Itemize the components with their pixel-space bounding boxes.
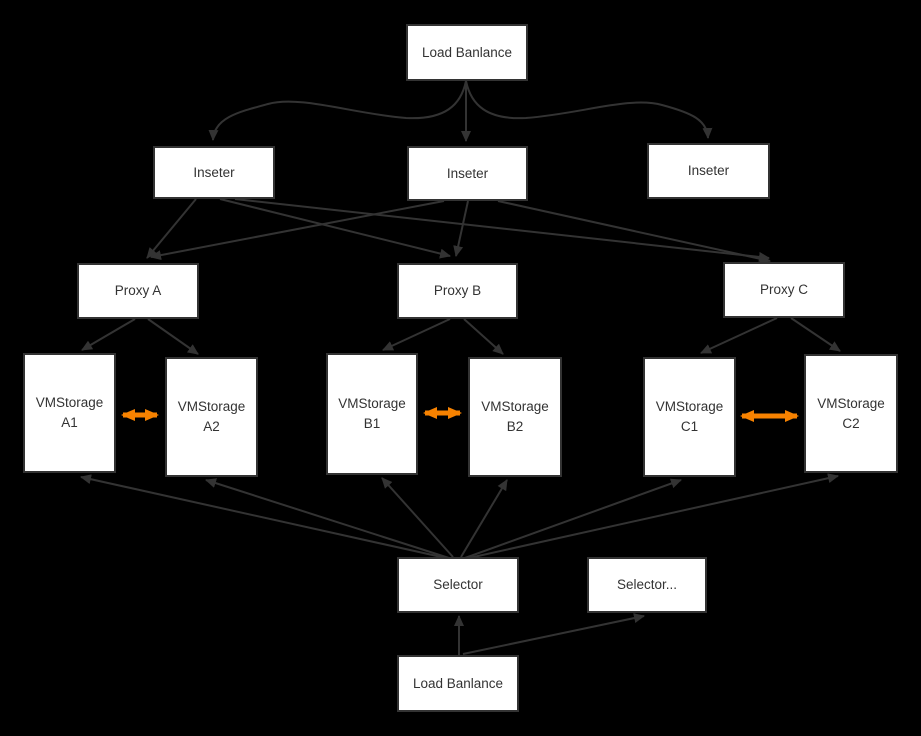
edge-lbtop-inseter-left — [208, 80, 467, 141]
edge-selector-vmc2 — [468, 473, 839, 559]
edge-lbtop-inseter-right — [465, 80, 713, 139]
node-inseter-right: Inseter — [647, 143, 770, 199]
edge-proxyc-vmc2 — [790, 317, 841, 352]
edge-proxya-vma2 — [147, 318, 199, 355]
node-vmstorage-c1: VMStorage C1 — [643, 357, 736, 477]
node-selector: Selector — [397, 557, 519, 613]
node-inseter-left: Inseter — [153, 146, 275, 199]
edge-inseterleft-proxya — [146, 198, 197, 259]
node-vmstorage-c2: VMStorage C2 — [804, 354, 898, 473]
node-proxy-b: Proxy B — [397, 263, 518, 319]
node-vmstorage-a2: VMStorage A2 — [165, 357, 258, 477]
node-inseter-mid: Inseter — [407, 146, 528, 201]
edge-selector-vmb2 — [460, 479, 508, 558]
edge-selector-vma1 — [80, 474, 447, 559]
node-vmstorage-b2: VMStorage B2 — [468, 357, 562, 477]
edge-proxya-vma1 — [81, 318, 136, 351]
edge-proxyc-vmc1 — [700, 317, 778, 354]
node-vmstorage-b1: VMStorage B1 — [326, 353, 418, 475]
node-selector-more: Selector... — [587, 557, 707, 613]
edge-proxyb-vmb2 — [463, 318, 504, 355]
edge-lbbottom-selector-more — [462, 613, 645, 655]
edge-selector-vma2 — [205, 478, 450, 559]
node-load-balancer-top: Load Banlance — [406, 24, 528, 81]
edge-insetermid-proxyc — [497, 200, 771, 264]
edge-insetermid-proxya — [150, 200, 445, 261]
edge-inseterleft-proxyc — [234, 198, 770, 262]
node-proxy-a: Proxy A — [77, 263, 199, 319]
edge-inseterleft-proxyb — [219, 198, 451, 259]
edge-selector-vmb1 — [381, 477, 454, 558]
edge-insetermid-proxyb — [453, 200, 469, 257]
node-load-balancer-bottom: Load Banlance — [397, 655, 519, 712]
edge-proxyb-vmb1 — [382, 318, 451, 351]
edge-selector-vmc1 — [464, 478, 682, 559]
node-proxy-c: Proxy C — [723, 262, 845, 318]
node-vmstorage-a1: VMStorage A1 — [23, 353, 116, 473]
